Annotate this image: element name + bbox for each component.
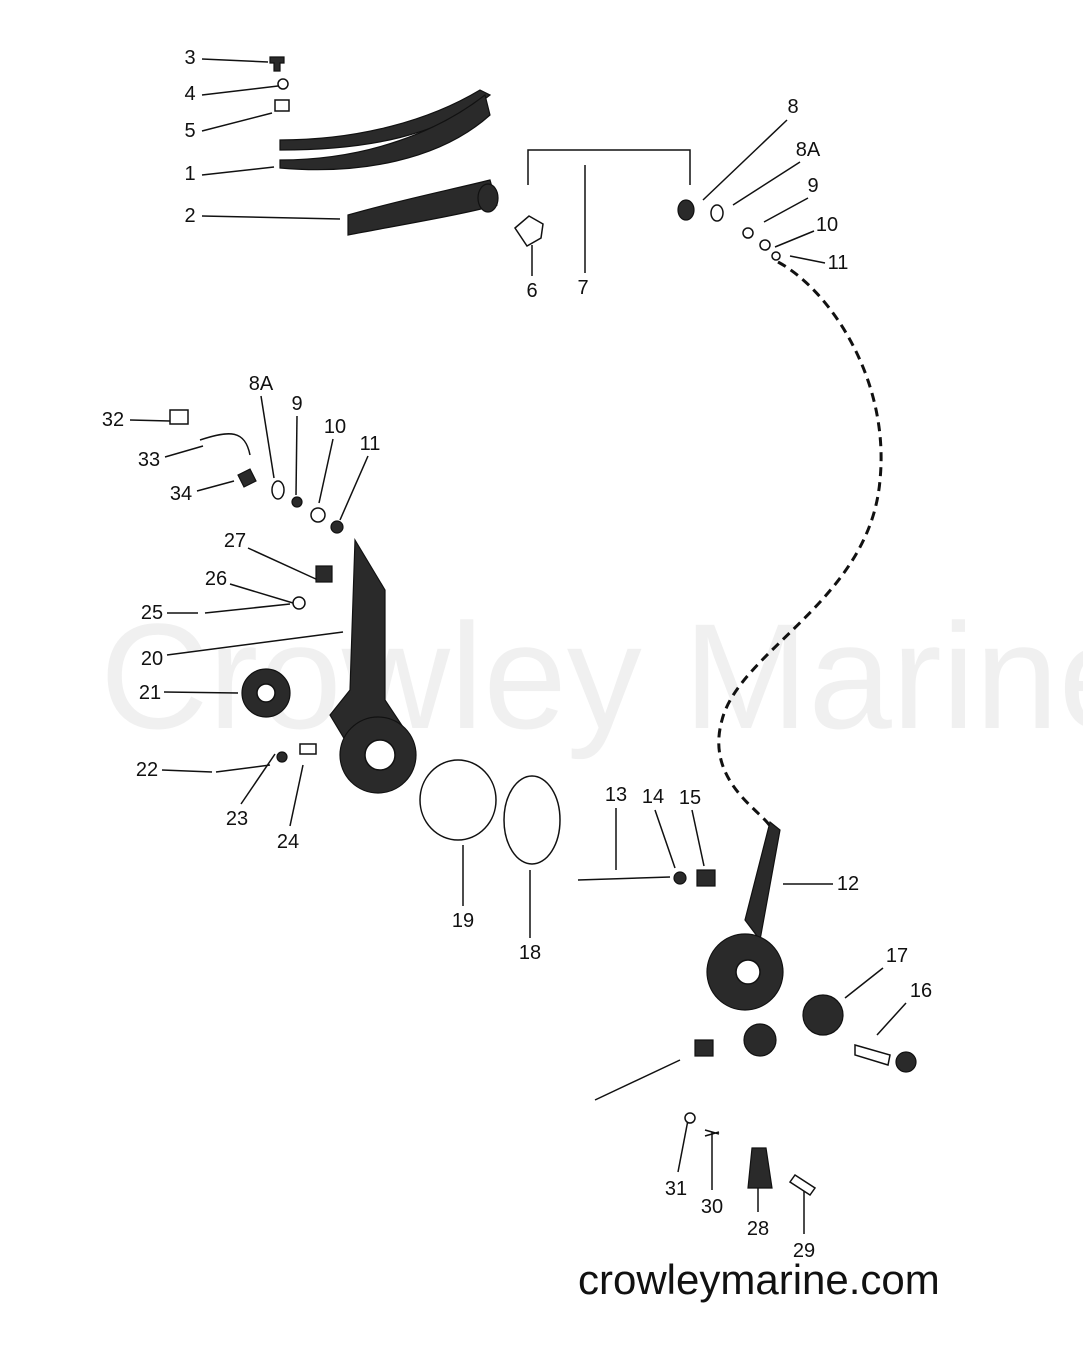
part-14 [673,871,687,885]
part-7-link-rod [527,149,691,185]
callout-13: 13 [605,784,627,806]
part-9 [742,227,754,239]
part-9-lower [291,496,303,508]
callout-7: 7 [577,277,588,299]
shaft-bolt [594,1059,681,1101]
part-19 [419,759,497,841]
callout-21: 21 [139,682,161,704]
callout-10: 10 [324,416,346,438]
part-29 [788,1173,817,1197]
callout-34: 34 [170,483,192,505]
part-30 [704,1129,720,1137]
callout-4: 4 [184,83,195,105]
callout-14: 14 [642,786,664,808]
callout-19: 19 [452,910,474,932]
part-12-arm [744,820,781,942]
part-1-plate [279,93,491,171]
part-2-knob [477,183,499,213]
callout-11: 11 [360,433,381,455]
part-31 [684,1112,696,1124]
part-2-arm [347,179,498,236]
part-10 [759,239,771,251]
part-8a [710,204,724,222]
part-24 [299,743,317,755]
part-8a-lower [271,480,285,500]
callout-8a: 8A [796,139,821,161]
part-22-screw [215,764,271,773]
part-12-clevis [743,1023,777,1057]
callout-30: 30 [701,1196,723,1218]
callout-10: 10 [816,214,838,236]
part-20-bore [364,739,396,771]
callout-20: 20 [141,648,163,670]
part-12-bore [735,959,761,985]
part-6-nut [514,215,544,247]
part-33-hose [199,433,251,456]
part-10-lower [310,507,326,523]
part-13-bolt [577,876,671,881]
part-34 [237,468,257,488]
callout-2: 2 [184,205,195,227]
part-28 [747,1147,773,1189]
part-21-center [256,683,276,703]
part-25-bolt [204,603,291,614]
part-26 [292,596,306,610]
callout-9: 9 [291,393,302,415]
part-11-lower [330,520,344,534]
part-17 [802,994,844,1036]
callout-16: 16 [910,980,932,1002]
part-16-pin [854,1044,891,1066]
part-18 [503,775,561,865]
callout-8a: 8A [249,373,274,395]
callout-18: 18 [519,942,541,964]
part-23 [276,751,288,763]
part-3 [269,56,285,72]
watermark: Crowley Marine [100,592,1083,760]
callout-15: 15 [679,787,701,809]
part-32 [169,409,189,425]
callout-26: 26 [205,568,227,590]
callout-33: 33 [138,449,160,471]
parts [169,56,917,1197]
callout-25: 25 [141,602,163,624]
part-4 [277,78,289,90]
callout-27: 27 [224,530,246,552]
part-16-cap [895,1051,917,1073]
spacer [694,1039,714,1057]
callout-11: 11 [828,252,849,274]
callout-1: 1 [184,163,195,185]
callout-17: 17 [886,945,908,967]
callout-8: 8 [787,96,798,118]
callout-12: 12 [837,873,859,895]
part-5 [274,99,290,112]
callout-23: 23 [226,808,248,830]
part-27 [315,565,333,583]
callout-3: 3 [184,47,195,69]
callout-31: 31 [665,1178,687,1200]
callout-29: 29 [793,1240,815,1262]
callout-6: 6 [526,280,537,302]
callout-28: 28 [747,1218,769,1240]
callout-32: 32 [102,409,124,431]
callout-5: 5 [184,120,195,142]
part-11 [771,251,781,261]
website-url[interactable]: crowleymarine.com [578,1256,940,1303]
callout-22: 22 [136,759,158,781]
callout-9: 9 [807,175,818,197]
part-15 [696,869,716,887]
callout-24: 24 [277,831,299,853]
part-8 [677,199,695,221]
